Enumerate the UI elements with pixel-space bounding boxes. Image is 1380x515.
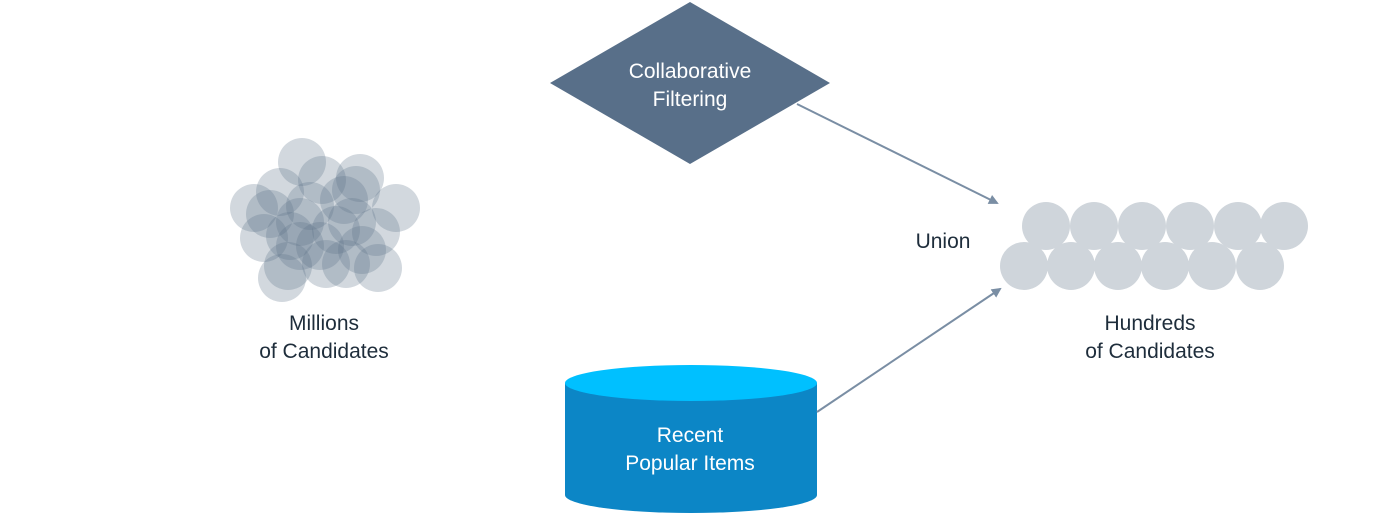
hundreds-candidates-group — [1000, 202, 1308, 290]
candidate-circle — [266, 212, 314, 260]
arrow-collaborative-to-union — [796, 103, 999, 204]
candidate-circle — [1188, 242, 1236, 290]
candidate-circle — [286, 182, 334, 230]
candidate-circle — [338, 226, 386, 274]
candidate-circle — [296, 222, 344, 270]
candidate-circle — [240, 214, 288, 262]
millions-of-candidates-label: Millions of Candidates — [224, 310, 424, 366]
collaborative-filtering-line1: Collaborative — [628, 60, 752, 83]
union-label: Union — [893, 228, 993, 256]
candidate-circle — [302, 240, 350, 288]
union-text: Union — [915, 230, 971, 253]
cylinder-body — [565, 383, 817, 513]
recent-popular-items-cylinder — [565, 365, 817, 513]
candidate-circle — [1118, 202, 1166, 250]
candidate-circle — [372, 184, 420, 232]
candidate-circle — [276, 198, 324, 246]
candidate-circle — [332, 166, 380, 214]
candidate-circle — [1166, 202, 1214, 250]
candidate-circle — [328, 198, 376, 246]
candidate-circle — [1214, 202, 1262, 250]
arrow-popular-to-union — [816, 287, 1002, 413]
candidate-circle — [278, 138, 326, 186]
candidate-circle — [264, 242, 312, 290]
candidate-circle — [336, 154, 384, 202]
candidate-circle — [276, 222, 324, 270]
millions-candidates-cluster — [230, 138, 420, 302]
candidate-circle — [1047, 242, 1095, 290]
hundreds-line1: Hundreds — [1104, 312, 1196, 335]
candidate-circle — [1094, 242, 1142, 290]
cylinder-top — [565, 365, 817, 401]
candidate-circle — [1141, 242, 1189, 290]
hundreds-of-candidates-label: Hundreds of Candidates — [1050, 310, 1250, 366]
recent-popular-items-label: Recent Popular Items — [590, 422, 790, 478]
millions-line1: Millions — [288, 312, 359, 335]
collaborative-filtering-label: Collaborative Filtering — [590, 58, 790, 114]
candidate-circle — [352, 208, 400, 256]
candidate-circle — [312, 206, 360, 254]
hundreds-line2: of Candidates — [1085, 340, 1215, 363]
candidate-circle — [298, 156, 346, 204]
candidate-circle — [322, 240, 370, 288]
candidate-circle — [1022, 202, 1070, 250]
collaborative-filtering-line2: Filtering — [652, 88, 728, 111]
candidate-circle — [1236, 242, 1284, 290]
candidate-circle — [354, 244, 402, 292]
recent-popular-line1: Recent — [656, 424, 724, 447]
candidate-circle — [258, 254, 306, 302]
candidate-circle — [1000, 242, 1048, 290]
candidate-circle — [1260, 202, 1308, 250]
candidate-circle — [1070, 202, 1118, 250]
collaborative-filtering-diamond — [550, 2, 830, 164]
millions-line2: of Candidates — [259, 340, 389, 363]
candidate-circle — [256, 168, 304, 216]
candidate-circle — [246, 190, 294, 238]
candidate-circle — [320, 176, 368, 224]
candidate-circle — [230, 184, 278, 232]
recent-popular-line2: Popular Items — [625, 452, 755, 475]
